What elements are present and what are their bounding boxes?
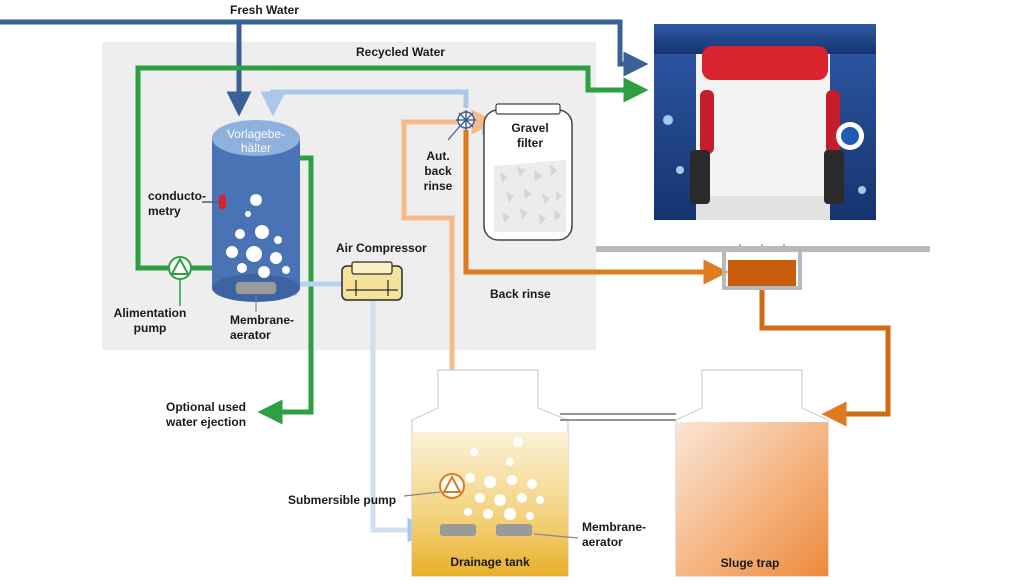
label-vorlage-1: Vorlagebe- [227, 127, 285, 141]
label-vorlage-2: hälter [241, 141, 271, 155]
back-rinse-line [463, 130, 729, 285]
label-optional-2: water ejection [165, 415, 246, 429]
label-aut-3: rinse [424, 179, 453, 193]
label-sludge-trap: Sluge trap [721, 556, 780, 570]
alimentation-pump-icon [168, 256, 192, 280]
recycled-water-line [135, 65, 649, 271]
label-optional-1: Optional used [166, 400, 246, 414]
sludge-feed-line [759, 288, 891, 427]
membrane-aerator-bottom-pointer [533, 533, 579, 539]
air-to-bottom-aerator-line [370, 298, 433, 543]
label-back-rinse: Back rinse [490, 287, 551, 301]
label-gravel-1: Gravel [511, 121, 548, 135]
back-rinse-valve-icon [456, 110, 476, 130]
label-conductometry-1: conducto- [148, 189, 206, 203]
car-wash-image [652, 22, 878, 222]
label-drainage-tank: Drainage tank [450, 555, 530, 569]
label-conductometry-2: metry [148, 204, 181, 218]
submersible-pump-icon [439, 473, 465, 499]
label-alimentation-2: pump [134, 321, 167, 335]
drainage-tank [411, 369, 569, 577]
label-aut-1: Aut. [426, 149, 449, 163]
conductometry-sensor [219, 195, 226, 209]
air-compressor [341, 261, 403, 301]
submersible-pump-line [401, 109, 497, 474]
gravel-filter [483, 103, 573, 241]
label-aut-2: back [424, 164, 452, 178]
fresh-water-line [0, 19, 649, 77]
label-membrane-top-1: Membrane- [230, 313, 294, 327]
label-membrane-bottom-2: aerator [582, 535, 623, 549]
label-air-compressor: Air Compressor [336, 241, 427, 255]
collecting-grate [722, 244, 802, 290]
aut-back-rinse-pointer [447, 125, 461, 141]
label-membrane-top-2: aerator [230, 328, 271, 342]
label-fresh-water: Fresh Water [230, 3, 299, 17]
label-membrane-bottom-1: Membrane- [582, 520, 646, 534]
label-gravel-2: filter [517, 136, 543, 150]
label-submersible-pump: Submersible pump [288, 493, 396, 507]
label-alimentation-1: Alimentation [114, 306, 187, 320]
label-recycled-water: Recycled Water [356, 45, 445, 59]
submersible-pump-pointer [403, 491, 441, 497]
sludge-trap [675, 369, 829, 577]
return-line-to-tank [260, 89, 469, 117]
vorlage-tank [212, 120, 300, 302]
